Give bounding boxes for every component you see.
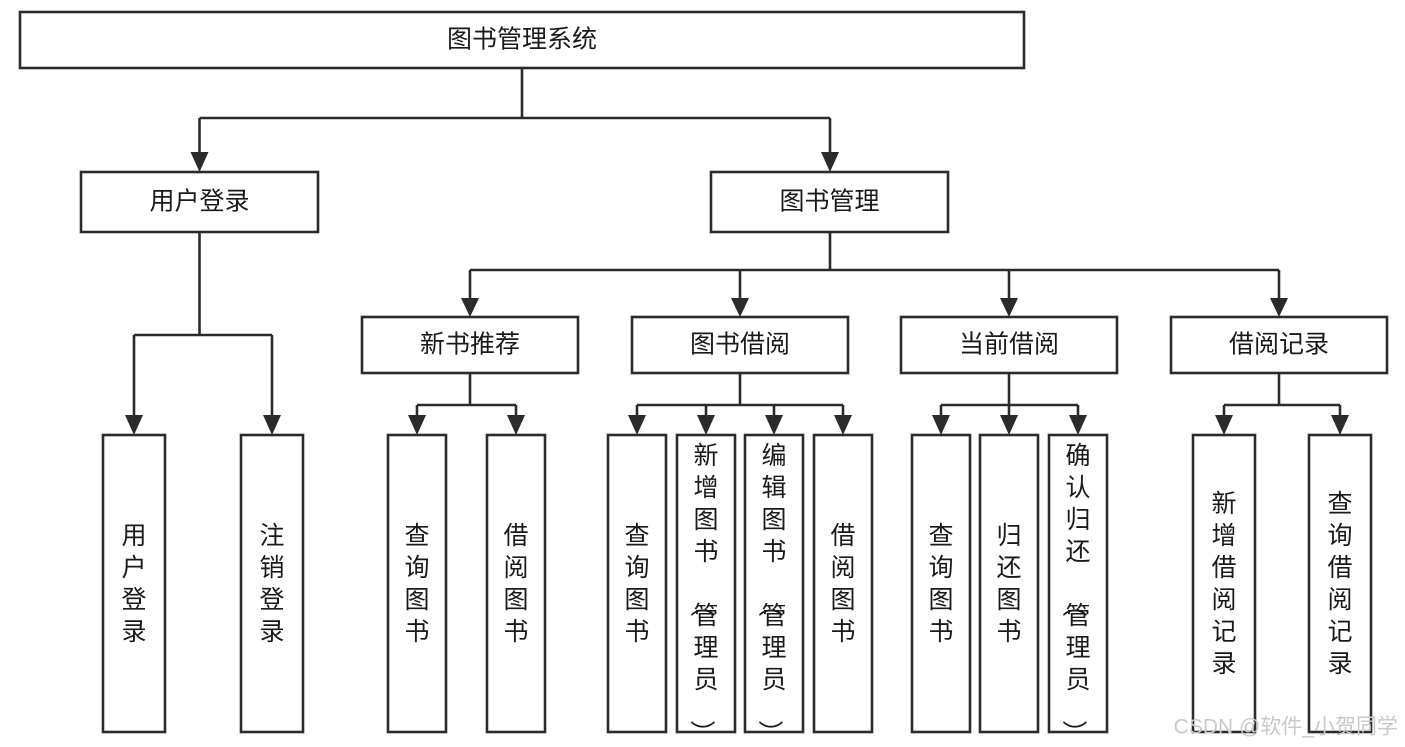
arrow-head-br-query-record	[1331, 415, 1349, 435]
node-leaf-user-login-box[interactable]	[101, 433, 167, 734]
arrow-head-bb-edit-book	[765, 415, 783, 435]
node-book-borrow-box[interactable]	[630, 315, 850, 375]
node-user-login-box[interactable]	[79, 170, 320, 234]
arrow-head-borrow-record	[1270, 298, 1288, 317]
arrow-head-cb-return-book	[1000, 415, 1018, 435]
node-leaf-br-add-record-label: 新增借阅记录	[1211, 490, 1236, 678]
arrow-head-current-borrow	[1000, 298, 1018, 317]
node-book-manage-label: 图书管理	[779, 188, 879, 216]
node-leaf-nb-borrow-book[interactable]: 借阅图书	[485, 433, 547, 734]
node-new-book-recommend-label: 新书推荐	[420, 331, 520, 359]
node-book-manage[interactable]: 图书管理	[709, 170, 950, 234]
node-leaf-bb-add-book-label: 新增图书（管理员）	[687, 442, 718, 745]
node-leaf-br-query-record-label: 查询借阅记录	[1327, 490, 1352, 678]
arrow-head-bb-borrow-book	[834, 415, 852, 435]
node-leaf-cb-query-book-label: 查询图书	[928, 522, 953, 646]
node-leaf-nb-query-book[interactable]: 查询图书	[386, 433, 448, 734]
node-leaf-bb-edit-book-label: 编辑图书（管理员）	[755, 442, 786, 745]
node-leaf-nb-query-book-box[interactable]	[386, 433, 448, 734]
node-leaf-bb-borrow-book-label: 借阅图书	[830, 522, 855, 646]
node-leaf-logout-label: 注销登录	[259, 522, 284, 646]
node-leaf-bb-edit-book[interactable]: 编辑图书（管理员）	[743, 433, 805, 745]
node-borrow-record-box[interactable]	[1169, 315, 1389, 375]
node-leaf-cb-return-book-box[interactable]	[978, 433, 1040, 734]
arrow-head-leaf-user-login	[125, 415, 143, 435]
arrow-head-book-borrow	[731, 298, 749, 317]
arrow-head-book-manage	[821, 152, 839, 172]
node-leaf-cb-confirm-return-label: 确认归还（管理员）	[1059, 442, 1090, 745]
connector-layer	[125, 68, 1349, 435]
node-borrow-record-label: 借阅记录	[1229, 331, 1329, 359]
node-current-borrow-label: 当前借阅	[959, 331, 1059, 359]
node-leaf-cb-return-book[interactable]: 归还图书	[978, 433, 1040, 734]
node-leaf-cb-return-book-label: 归还图书	[996, 522, 1021, 646]
node-leaf-br-query-record-box[interactable]	[1307, 433, 1373, 734]
node-leaf-bb-add-book[interactable]: 新增图书（管理员）	[675, 433, 737, 745]
arrow-head-new-book	[461, 298, 479, 317]
node-book-borrow-label: 图书借阅	[690, 331, 790, 359]
node-borrow-record[interactable]: 借阅记录	[1169, 315, 1389, 375]
node-user-login-label: 用户登录	[149, 188, 249, 216]
node-root[interactable]: 图书管理系统	[18, 10, 1026, 70]
node-new-book-recommend[interactable]: 新书推荐	[360, 315, 580, 375]
node-current-borrow-box[interactable]	[899, 315, 1119, 375]
csdn-watermark: CSDN @软件_小贺同学	[1174, 716, 1398, 739]
arrow-head-nb-borrow-book	[507, 415, 525, 435]
node-new-book-recommend-box[interactable]	[360, 315, 580, 375]
node-leaf-bb-query-book-label: 查询图书	[624, 522, 649, 646]
arrow-head-leaf-logout	[263, 415, 281, 435]
node-root-label: 图书管理系统	[447, 26, 597, 54]
node-book-manage-box[interactable]	[709, 170, 950, 234]
node-leaf-br-add-record-box[interactable]	[1191, 433, 1257, 734]
node-leaf-bb-edit-book-box[interactable]	[743, 433, 805, 734]
node-leaf-cb-query-book[interactable]: 查询图书	[910, 433, 972, 734]
node-leaf-bb-query-book[interactable]: 查询图书	[606, 433, 668, 734]
node-leaf-br-add-record[interactable]: 新增借阅记录	[1191, 433, 1257, 734]
arrow-head-br-add-record	[1215, 415, 1233, 435]
node-leaf-logout-box[interactable]	[239, 433, 305, 734]
node-leaf-br-query-record[interactable]: 查询借阅记录	[1307, 433, 1373, 734]
arrow-head-cb-query-book	[932, 415, 950, 435]
node-leaf-nb-borrow-book-label: 借阅图书	[503, 522, 528, 646]
arrow-head-user-login	[190, 152, 209, 172]
arrow-head-cb-confirm-return	[1069, 415, 1087, 435]
node-user-login[interactable]: 用户登录	[79, 170, 320, 234]
node-leaf-cb-confirm-return[interactable]: 确认归还（管理员）	[1047, 433, 1109, 745]
arrow-head-nb-query-book	[408, 415, 426, 435]
arrow-head-bb-add-book	[697, 415, 715, 435]
node-leaf-cb-confirm-return-box[interactable]	[1047, 433, 1109, 734]
arrow-head-bb-query-book	[628, 415, 646, 435]
node-leaf-bb-borrow-book[interactable]: 借阅图书	[812, 433, 874, 734]
node-leaf-bb-add-book-box[interactable]	[675, 433, 737, 734]
node-leaf-user-login[interactable]: 用户登录	[101, 433, 167, 734]
node-book-borrow[interactable]: 图书借阅	[630, 315, 850, 375]
node-leaf-nb-query-book-label: 查询图书	[404, 522, 429, 646]
node-leaf-user-login-label: 用户登录	[121, 522, 146, 646]
node-leaf-cb-query-book-box[interactable]	[910, 433, 972, 734]
node-leaf-bb-query-book-box[interactable]	[606, 433, 668, 734]
node-leaf-bb-borrow-book-box[interactable]	[812, 433, 874, 734]
node-root-box[interactable]	[18, 10, 1026, 70]
node-leaf-nb-borrow-book-box[interactable]	[485, 433, 547, 734]
node-current-borrow[interactable]: 当前借阅	[899, 315, 1119, 375]
node-leaf-logout[interactable]: 注销登录	[239, 433, 305, 734]
